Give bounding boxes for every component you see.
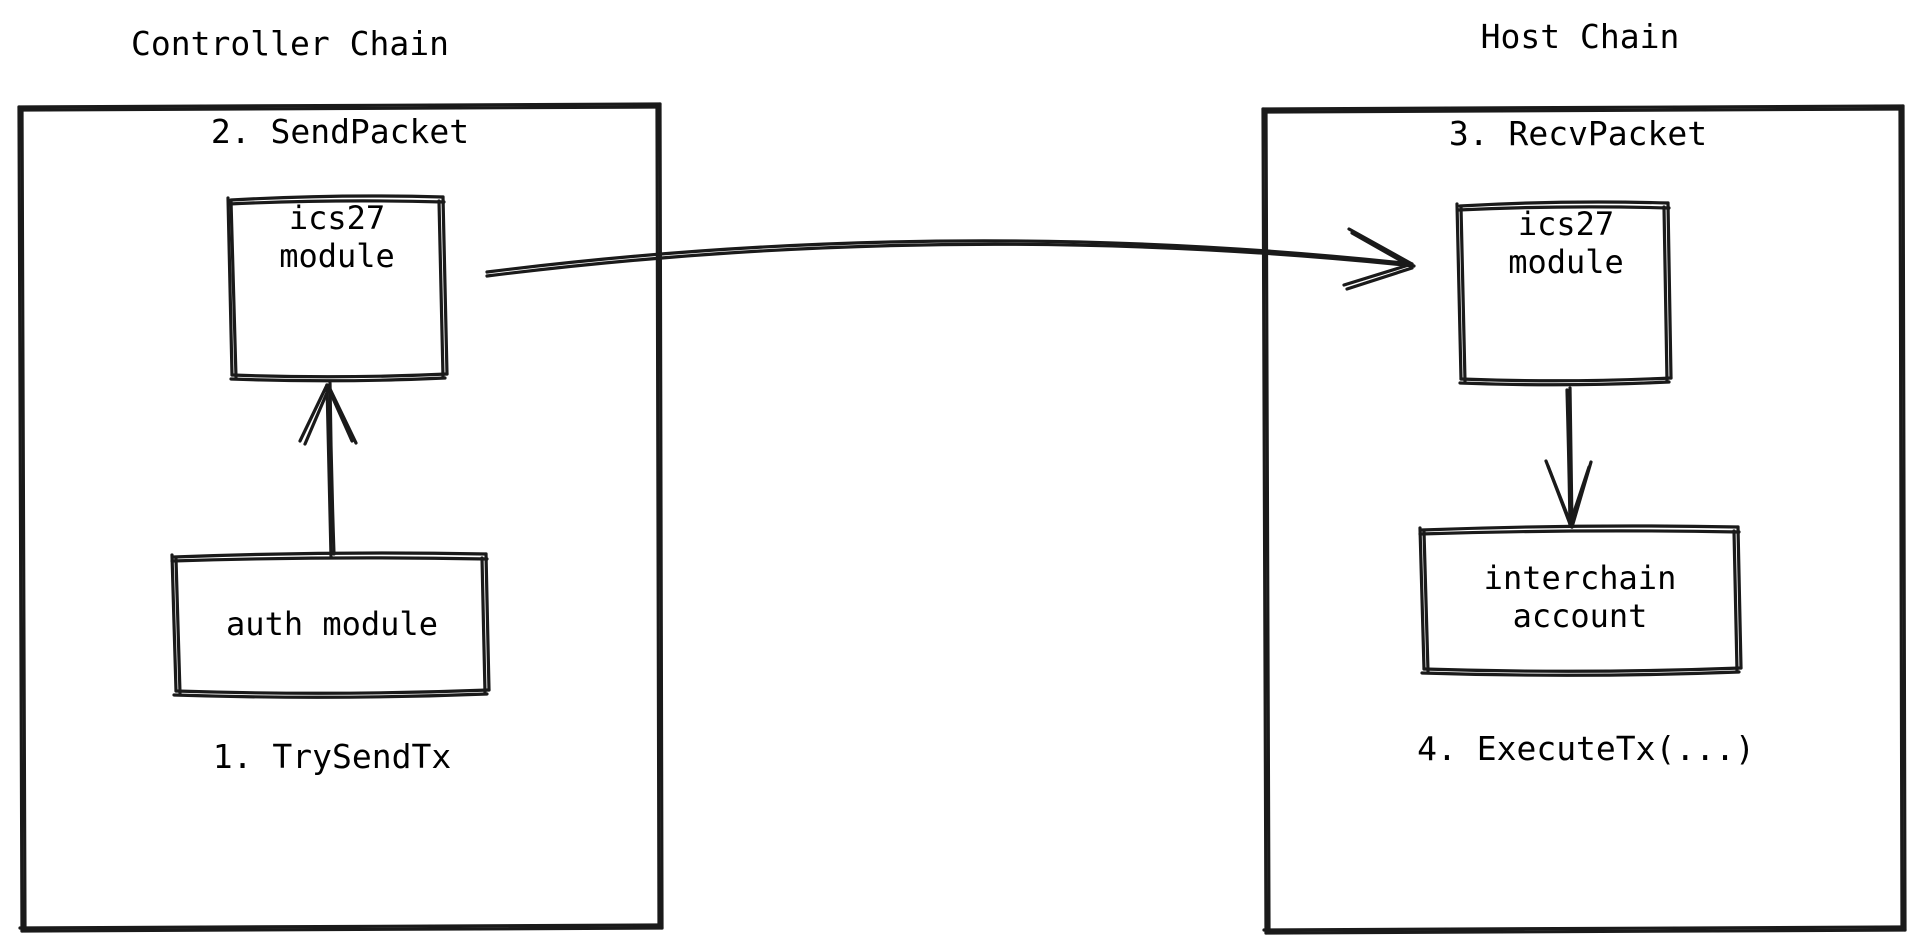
ics27-module-host-line2: module (1508, 242, 1624, 281)
ics27-module-box-controller (226, 194, 449, 383)
ics27-module-line2: module (279, 236, 395, 275)
controller-chain-container (17, 102, 664, 933)
ics27-module-host-line1: ics27 (1517, 205, 1615, 243)
ics27-module-line1: ics27 (288, 199, 386, 237)
interchain-account-box (1418, 524, 1743, 677)
host-step-recvpacket: 3. RecvPacket (1448, 114, 1708, 153)
arrow-auth-to-ics27 (298, 381, 358, 558)
host-step-executetx: 4. ExecuteTx(...) (1417, 729, 1755, 768)
controller-step-sendpacket: 2. SendPacket (210, 112, 470, 151)
arrow-controller-to-host (485, 227, 1416, 291)
arrow-ics27-to-interchain-account (1544, 386, 1593, 529)
ics27-module-box-host (1455, 200, 1673, 387)
host-chain-title: Host Chain (1480, 17, 1680, 56)
controller-step-trysendtx: 1. TrySendTx (212, 737, 452, 776)
interchain-account-line2: account (1512, 596, 1648, 635)
interchain-account-line1: interchain (1483, 559, 1677, 597)
host-chain-container (1261, 104, 1907, 935)
auth-module-label: auth module (226, 605, 438, 643)
controller-chain-title: Controller Chain (131, 24, 449, 63)
